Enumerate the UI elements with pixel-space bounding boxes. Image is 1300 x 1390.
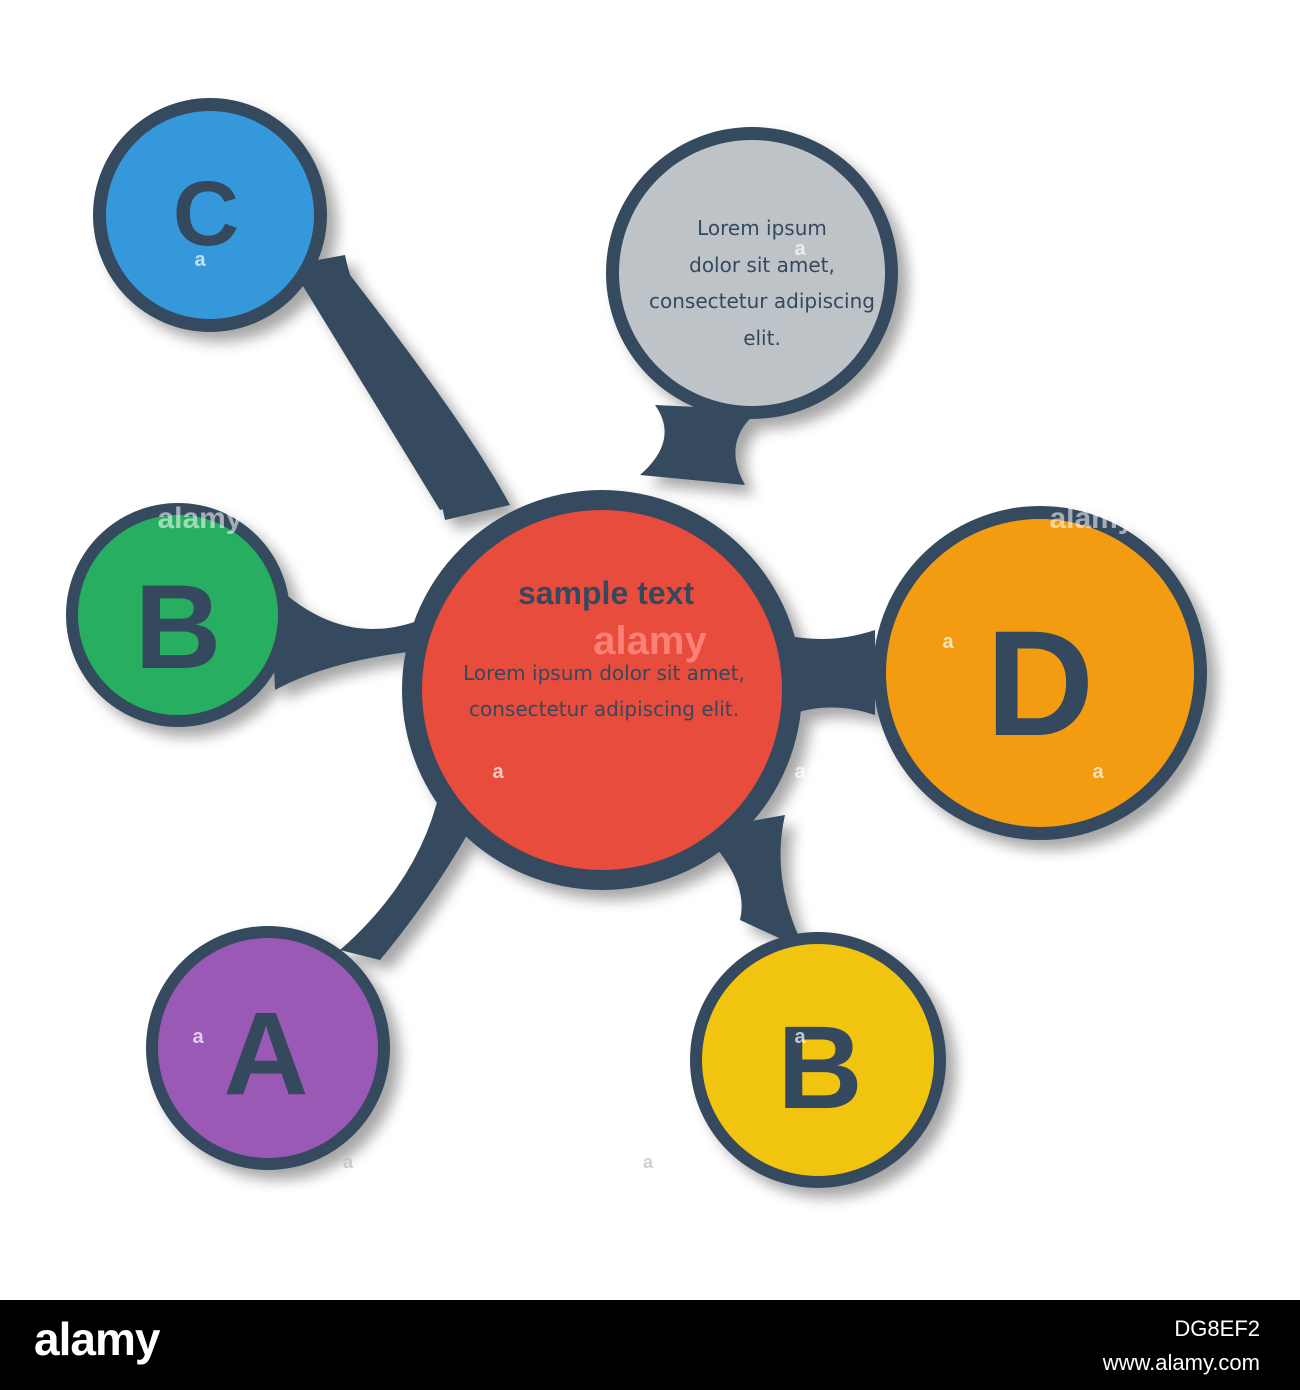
watermark-mark-5: a (794, 761, 806, 783)
node-a-label: A (223, 988, 308, 1120)
connector-b-left (270, 580, 425, 690)
node-d-fill (886, 519, 1194, 827)
node-b-bottom-label: B (777, 1002, 862, 1134)
watermark-mark-7: a (192, 1026, 204, 1048)
connector-d (785, 630, 875, 715)
watermark-mark-1: a (194, 249, 206, 271)
watermark-mark-2: a (794, 238, 806, 260)
gray-node-line-1: Lorem ipsum (697, 216, 827, 240)
node-d-label: D (986, 599, 1094, 767)
watermark-mark-4: a (492, 761, 504, 783)
footer-image-id: DG8EF2 (1174, 1316, 1260, 1341)
metaball-diagram: C B A D B Lorem ipsum dolor sit amet, co… (66, 98, 1207, 1188)
node-a-fill (158, 938, 378, 1158)
node-center-fill (422, 510, 782, 870)
watermark-mark-6: a (1092, 761, 1104, 783)
node-c-fill (106, 111, 314, 319)
connector-c-neck (290, 255, 470, 510)
watermark-mark-10: a (643, 1152, 654, 1172)
center-line-1: Lorem ipsum dolor sit amet, (463, 661, 745, 685)
node-c-label: C (173, 163, 239, 265)
footer-url: www.alamy.com (1102, 1350, 1260, 1375)
watermark-mark-8: a (794, 1026, 806, 1048)
watermark-left: alamy (157, 502, 242, 535)
gray-node-line-2: dolor sit amet, (689, 253, 835, 277)
node-gray-fill (619, 140, 885, 406)
connector-gray (640, 405, 760, 485)
footer-logo: alamy (34, 1313, 160, 1365)
watermark-mark-9: a (343, 1152, 354, 1172)
connector-a (340, 790, 470, 960)
node-b-left-fill (78, 515, 278, 715)
stock-footer-bar: alamy DG8EF2 www.alamy.com (0, 1300, 1300, 1390)
watermark-mark-3: a (942, 631, 954, 653)
gray-node-line-4: elit. (743, 326, 781, 350)
center-title: sample text (518, 575, 694, 611)
watermark-center: alamy (593, 619, 707, 663)
center-line-2: consectetur adipiscing elit. (469, 697, 739, 721)
node-b-left-label: B (135, 560, 222, 694)
connector-b-bottom (700, 815, 805, 950)
gray-node-line-3: consectetur adipiscing (649, 289, 875, 313)
watermark-right: alamy (1049, 502, 1134, 535)
node-b-bottom-fill (702, 944, 934, 1176)
